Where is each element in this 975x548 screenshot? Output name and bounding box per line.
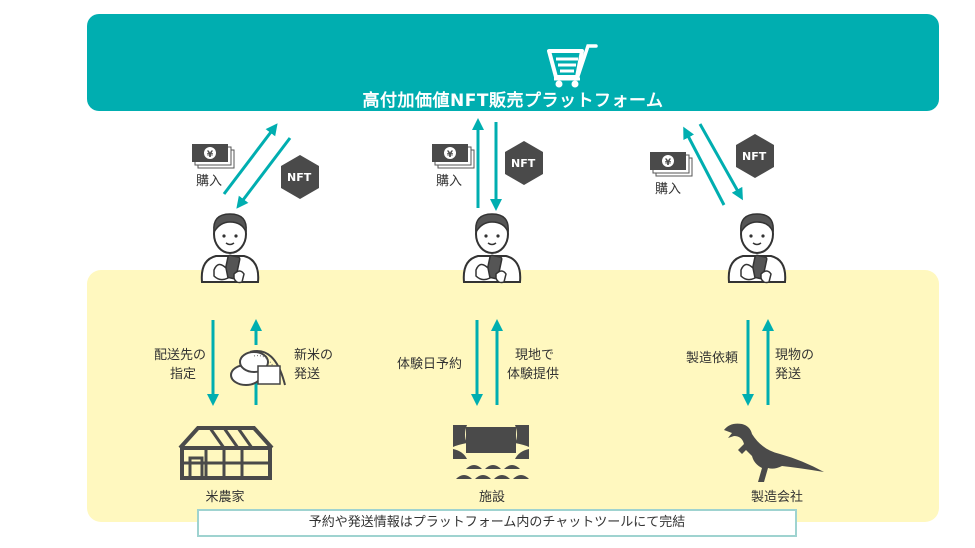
platform-banner: 高付加価値NFT販売プラットフォーム	[87, 14, 939, 111]
nft-badge-3: NFT	[742, 150, 767, 163]
party-facility: 施設	[478, 490, 505, 505]
dinosaur-icon	[724, 423, 824, 482]
shopping-cart-icon	[547, 44, 598, 88]
up-label-2-line1: 現地で	[515, 348, 555, 363]
money-icon	[649, 151, 693, 177]
theater-icon	[453, 425, 529, 479]
arrow-purchase	[683, 126, 726, 206]
user-icon	[200, 213, 260, 284]
up-label-3-line1: 現物の	[775, 348, 815, 363]
money-icon	[191, 143, 235, 169]
up-label-1: 新米の 発送	[294, 346, 333, 384]
money-icon	[431, 143, 475, 169]
up-label-3-line2: 発送	[775, 367, 802, 382]
down-label-1-line1: 配送先の	[153, 348, 206, 363]
up-label-2: 現地で 体験提供	[507, 346, 559, 384]
arrow-nft	[236, 137, 292, 209]
rice-bag-icon	[230, 349, 286, 386]
nft-badge-1: NFT	[287, 171, 312, 184]
purchase-label-3: 購入	[655, 182, 682, 197]
purchase-label-1: 購入	[196, 174, 223, 189]
user-icon	[727, 213, 787, 284]
footer-note: 予約や発送情報はプラットフォーム内のチャットツールにて完結	[197, 509, 797, 537]
down-label-2: 体験日予約	[397, 357, 463, 372]
down-label-1-line2: 指定	[169, 367, 196, 382]
up-label-3: 現物の 発送	[775, 346, 814, 384]
nft-badge-2: NFT	[511, 157, 536, 170]
platform-title: 高付加価値NFT販売プラットフォーム	[362, 91, 664, 111]
down-label-3: 製造依頼	[686, 351, 739, 366]
purchase-label-2: 購入	[436, 174, 463, 189]
user-icon	[462, 213, 522, 284]
greenhouse-icon	[178, 426, 274, 480]
party-manufacturer: 製造会社	[750, 490, 803, 505]
arrow-nft	[698, 123, 743, 201]
up-label-2-line2: 体験提供	[507, 367, 560, 382]
up-label-1-line1: 新米の	[294, 348, 334, 363]
up-label-1-line2: 発送	[294, 367, 321, 382]
party-rice-farmer: 米農家	[205, 490, 245, 505]
arrow-purchase	[222, 123, 278, 195]
down-label-1: 配送先の 指定	[146, 346, 206, 384]
